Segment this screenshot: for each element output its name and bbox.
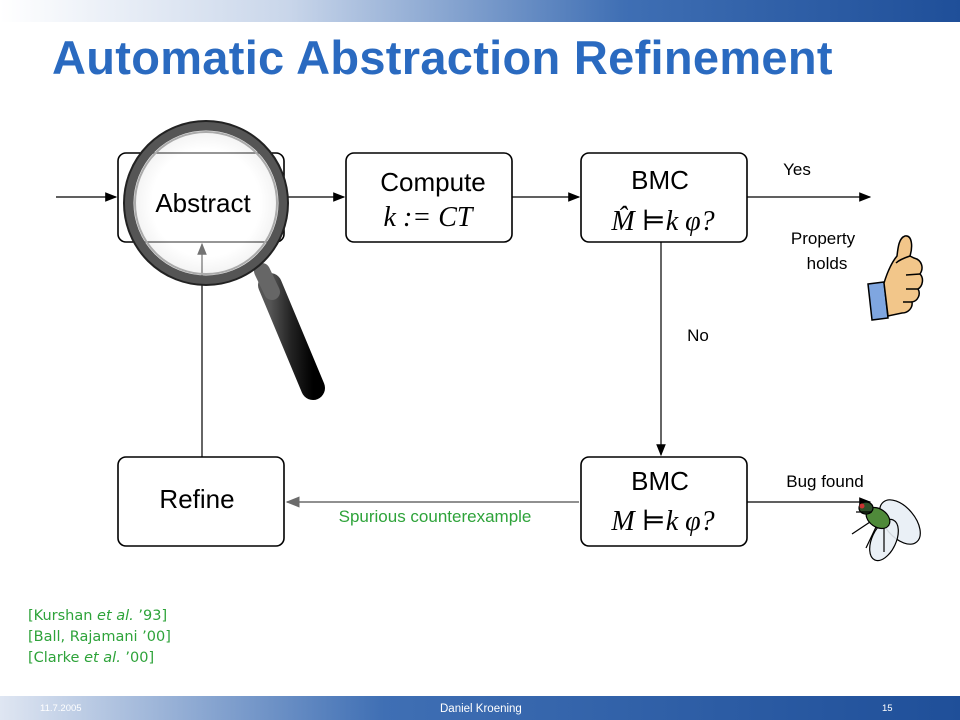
- top-gradient-bar: [0, 0, 960, 22]
- footer-date: 11.7.2005: [40, 703, 82, 714]
- property-holds-label-2: holds: [807, 254, 848, 273]
- thumbs-up-icon: [867, 235, 924, 321]
- reference-item: [Clarke et al. ’00]: [28, 650, 155, 666]
- bmc-top-formula: M̂ ⊨k φ?: [610, 206, 714, 237]
- bmc-bottom-label: BMC: [631, 466, 689, 496]
- magnifier-icon: [123, 120, 325, 400]
- footer-bar: 11.7.2005 Daniel Kroening 15: [0, 696, 960, 720]
- spurious-label: Spurious counterexample: [339, 507, 532, 526]
- bug-found-label: Bug found: [786, 472, 864, 491]
- property-holds-label-1: Property: [791, 229, 856, 248]
- bmc-top-label: BMC: [631, 165, 689, 195]
- refine-box: [117, 456, 285, 547]
- reference-item: [Ball, Rajamani ’00]: [28, 629, 171, 645]
- compute-formula: k := CT: [384, 202, 475, 233]
- abstract-label: Abstract: [155, 188, 251, 218]
- refine-label: Refine: [159, 484, 234, 514]
- yes-label: Yes: [783, 160, 811, 179]
- bug-icon: [851, 499, 921, 562]
- slide-title: Automatic Abstraction Refinement: [52, 31, 833, 84]
- no-label: No: [687, 326, 709, 345]
- reference-item: [Kurshan et al. ’93]: [28, 608, 168, 624]
- compute-label: Compute: [380, 167, 486, 197]
- references-list: [Kurshan et al. ’93] [Ball, Rajamani ’00…: [28, 606, 171, 669]
- bmc-bottom-formula: M ⊨k φ?: [610, 506, 714, 537]
- footer-author: Daniel Kroening: [440, 703, 522, 715]
- page-number: 15: [882, 703, 893, 714]
